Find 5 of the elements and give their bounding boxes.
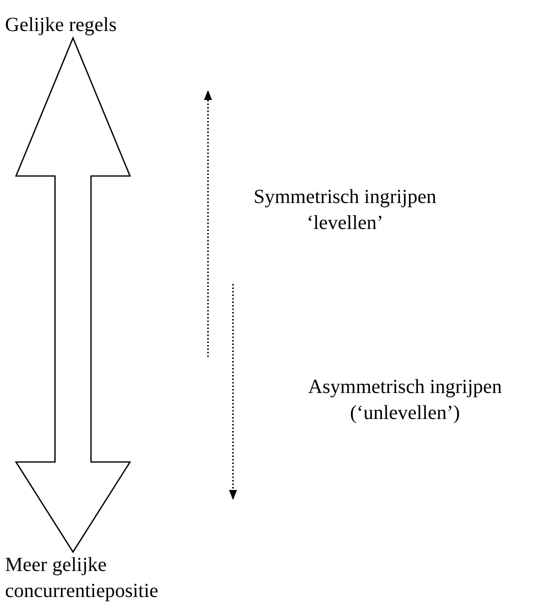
double-arrow (14, 36, 132, 554)
node-text: Gelijke regels (5, 12, 185, 38)
node-text: Meer gelijke concurrentiepositie (5, 552, 195, 604)
arrow-label: Asymmetrisch ingrijpen (‘unlevellen’) (307, 375, 503, 426)
arrow-label: Symmetrisch ingrijpen ‘levellen’ (252, 185, 438, 236)
